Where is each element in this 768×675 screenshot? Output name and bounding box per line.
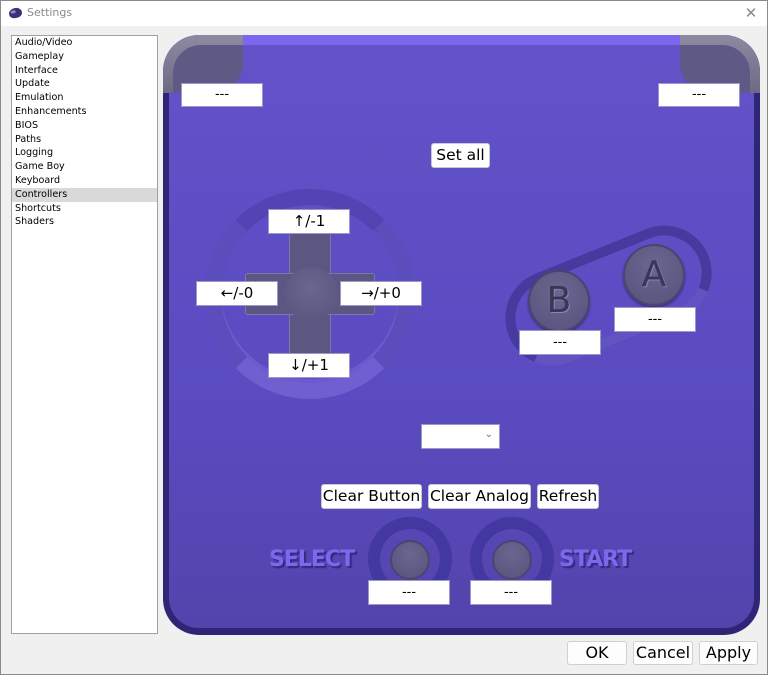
clear-button-button[interactable]: Clear Button <box>321 484 422 509</box>
refresh-button[interactable]: Refresh <box>537 484 599 509</box>
select-label: SELECT <box>269 547 355 572</box>
controller-profile-dropdown[interactable]: ⌄ <box>421 424 500 449</box>
sidebar-item-enhancements[interactable]: Enhancements <box>15 105 87 117</box>
sidebar-item-game-boy[interactable]: Game Boy <box>15 161 65 173</box>
a-button-binding[interactable]: --- <box>614 307 696 332</box>
sidebar-item-audio-video[interactable]: Audio/Video <box>15 37 73 48</box>
sidebar-item-logging[interactable]: Logging <box>15 147 54 159</box>
sidebar-item-update[interactable]: Update <box>15 78 50 90</box>
a-button: A <box>623 244 685 306</box>
dpad-down-binding[interactable]: ↓/+1 <box>268 353 350 378</box>
b-button: B <box>528 270 590 332</box>
select-button <box>390 540 430 580</box>
chevron-down-icon: ⌄ <box>484 429 493 440</box>
controller-top-edge <box>163 35 760 45</box>
title-bar: Settings ✕ <box>1 1 767 26</box>
cancel-button[interactable]: Cancel <box>633 641 693 665</box>
start-button-binding[interactable]: --- <box>470 580 552 605</box>
b-button-binding[interactable]: --- <box>519 330 601 355</box>
ok-button[interactable]: OK <box>567 641 627 665</box>
select-button-binding[interactable]: --- <box>368 580 450 605</box>
sidebar-item-keyboard[interactable]: Keyboard <box>15 174 61 186</box>
start-label: START <box>559 547 632 572</box>
app-icon <box>8 6 23 20</box>
sidebar-item-shaders[interactable]: Shaders <box>15 216 54 228</box>
sidebar-item-interface[interactable]: Interface <box>15 64 58 76</box>
sidebar-item-emulation[interactable]: Emulation <box>15 92 64 104</box>
sidebar-item-shortcuts[interactable]: Shortcuts <box>15 202 61 214</box>
dpad-center <box>284 267 338 321</box>
settings-category-list[interactable]: Audio/Video Gameplay Interface Update Em… <box>11 35 158 634</box>
clear-analog-button[interactable]: Clear Analog <box>428 484 531 509</box>
apply-button[interactable]: Apply <box>699 641 758 665</box>
dpad-right-binding[interactable]: →/+0 <box>340 281 422 306</box>
gba-controller-graphic <box>163 35 760 635</box>
set-all-button[interactable]: Set all <box>431 143 490 168</box>
sidebar-item-bios[interactable]: BIOS <box>15 119 39 131</box>
r-shoulder-binding[interactable]: --- <box>658 83 740 107</box>
window-title: Settings <box>27 6 73 19</box>
dpad-up-binding[interactable]: ↑/-1 <box>268 209 350 234</box>
sidebar-item-gameplay[interactable]: Gameplay <box>15 50 64 62</box>
close-button[interactable]: ✕ <box>744 4 758 22</box>
start-button <box>492 540 532 580</box>
sidebar-item-controllers[interactable]: Controllers <box>12 187 157 202</box>
l-shoulder-binding[interactable]: --- <box>181 83 263 107</box>
sidebar-item-paths[interactable]: Paths <box>15 133 42 145</box>
dpad-left-binding[interactable]: ←/-0 <box>196 281 278 306</box>
